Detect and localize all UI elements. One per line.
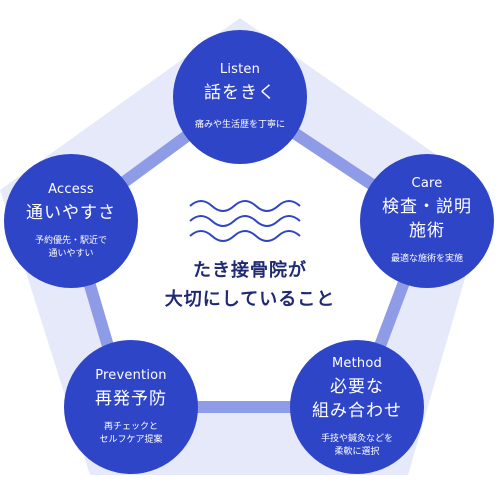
care-english-label: Care — [411, 176, 443, 191]
listen-circle: Listen 話をきく 痛みや生活歴を丁寧に — [173, 30, 307, 164]
listen-title: 話をきく — [204, 83, 276, 103]
prevention-title: 再発予防 — [95, 388, 167, 409]
listen-description: 痛みや生活歴を丁寧に — [194, 120, 285, 130]
prevention-circle: Prevention 再発予防 再チェックと セルフケア提案 — [64, 340, 198, 474]
wave-line-3 — [189, 230, 301, 242]
method-description: 手技や鍼灸などを 柔軟に選択 — [320, 433, 393, 457]
access-circle: Access 通いやすさ 予約優先・駅近で 通いやすい — [4, 154, 138, 288]
wave-icon — [189, 200, 301, 242]
method-title: 必要な 組み合わせ — [312, 376, 402, 421]
access-english-label: Access — [48, 181, 94, 197]
access-title: 通いやすさ — [26, 202, 116, 223]
access-description: 予約優先・駅近で 通いやすい — [34, 235, 107, 259]
prevention-description: 再チェックと セルフケア提案 — [99, 421, 163, 445]
wave-line-2 — [189, 215, 301, 227]
center-title: たき接骨院が 大切にしていること — [164, 260, 336, 310]
method-english-label: Method — [332, 355, 382, 371]
care-title: 検査・説明 施術 — [382, 197, 472, 241]
care-description: 最適な施術を実施 — [390, 254, 463, 264]
wave-line-1 — [189, 200, 301, 212]
method-circle: Method 必要な 組み合わせ 手技や鍼灸などを 柔軟に選択 — [290, 340, 424, 474]
listen-english-label: Listen — [219, 62, 261, 77]
care-circle: Care 検査・説明 施術 最適な施術を実施 — [360, 154, 494, 288]
prevention-english-label: Prevention — [95, 367, 167, 383]
